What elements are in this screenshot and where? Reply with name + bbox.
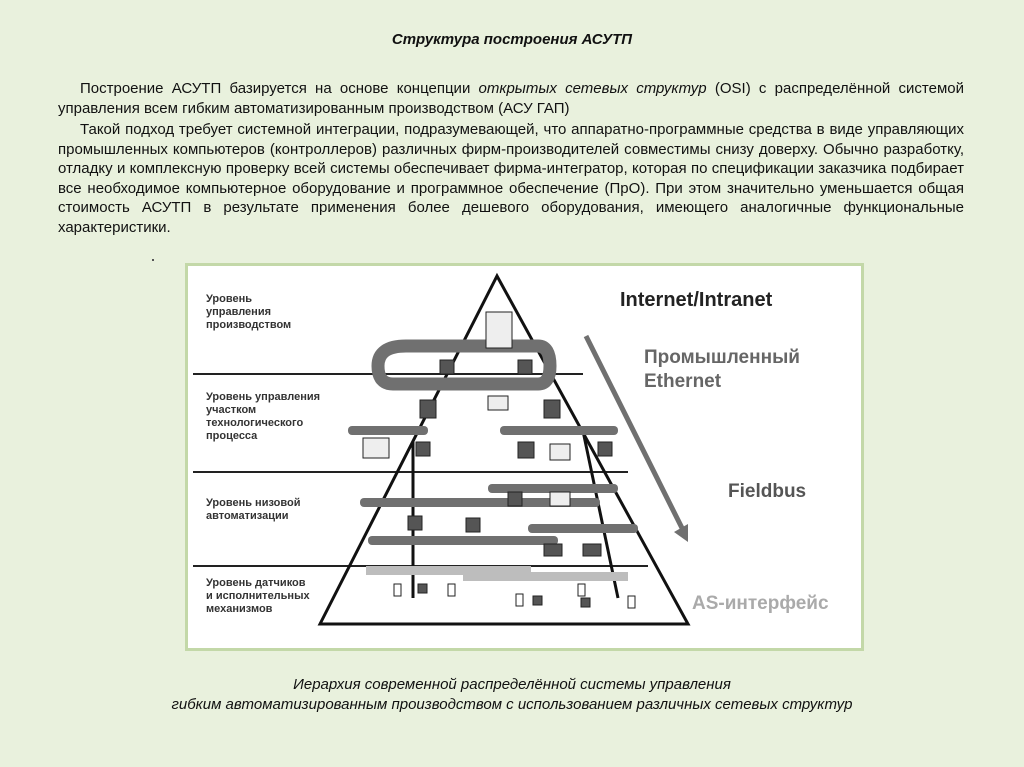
network-ethernet-line1: Промышленный	[644, 347, 800, 368]
pyramid-right-edge	[581, 430, 620, 599]
downward-arrow-head	[674, 524, 688, 542]
level-label-line: Уровень датчиков	[206, 577, 306, 589]
pyramid-outline	[317, 272, 691, 626]
level-label-line: участком	[206, 404, 256, 416]
caption-line-1: Иерархия современной распределённой сист…	[293, 676, 731, 693]
stray-dot	[152, 259, 154, 261]
network-labels: Internet/Intranet Промышленный Ethernet …	[620, 289, 829, 614]
downward-arrow-line	[583, 334, 685, 530]
network-as-interface: AS-интерфейс	[692, 593, 829, 614]
level-label-line: и исполнительных	[206, 590, 310, 602]
caption-line-2: гибким автоматизированным производством …	[171, 696, 853, 713]
network-fieldbus: Fieldbus	[728, 481, 806, 502]
fieldbus-bands	[348, 426, 638, 545]
integration-text: Такой подход требует системной интеграци…	[58, 121, 964, 236]
level-label-line: Уровень низовой	[206, 497, 300, 509]
as-interface-bands	[366, 566, 628, 581]
network-internet: Internet/Intranet	[620, 289, 773, 311]
intro-paragraph: Построение АСУТП базируется на основе ко…	[58, 79, 964, 118]
level-label-line: управления	[206, 306, 271, 318]
level-label-line: механизмов	[206, 603, 273, 615]
intro-text-a: Построение АСУТП базируется на основе ко…	[80, 80, 479, 97]
level-label-line: технологического	[206, 417, 303, 429]
intro-text-b: (OSI) с распределённой системой управлен…	[58, 80, 964, 117]
integration-paragraph: Такой подход требует системной интеграци…	[58, 120, 964, 237]
level-label-line: Уровень	[206, 293, 252, 305]
level-label-line: Уровень управления	[206, 391, 320, 403]
intro-text-emphasis: открытых сетевых структур	[478, 80, 707, 97]
page-title: Структура построения АСУТП	[391, 31, 633, 48]
level-label-line: процесса	[206, 430, 258, 442]
ethernet-loop	[371, 339, 557, 391]
level-label-line: производством	[206, 319, 291, 331]
device-blocks	[362, 311, 636, 609]
level-label-line: автоматизации	[206, 510, 289, 522]
network-ethernet-line2: Ethernet	[644, 371, 722, 392]
